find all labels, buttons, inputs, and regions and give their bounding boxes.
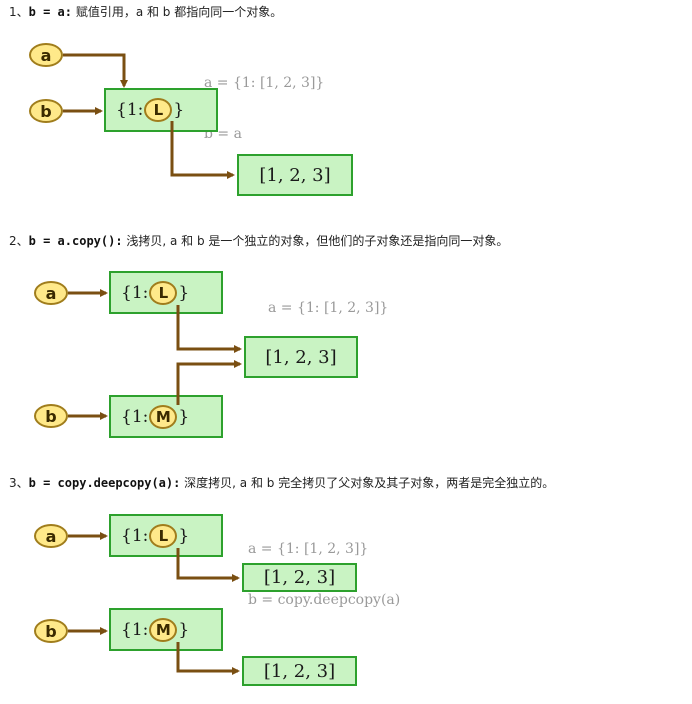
section-1-code-line: b = a <box>204 126 242 142</box>
section-3-list-b: [1, 2, 3] <box>242 656 357 686</box>
dict-close-brace: } <box>178 406 190 427</box>
section-1-list-object: [1, 2, 3] <box>237 154 353 196</box>
section-3-code-label: b = copy.deepcopy(a): <box>28 476 181 490</box>
dict-close-brace: } <box>173 100 185 120</box>
section-2-var-b: b <box>34 404 68 428</box>
section-2-list-object: [1, 2, 3] <box>244 336 358 378</box>
section-3-var-a: a <box>34 524 68 548</box>
section-3-code: a = {1: [1, 2, 3]} b = copy.deepcopy(a) <box>248 507 400 626</box>
section-1-var-b: b <box>29 99 63 123</box>
section-3-list-a: [1, 2, 3] <box>242 563 357 592</box>
dict-value-ref-L: L <box>149 523 178 548</box>
section-3-dict-b: {1:M} <box>109 608 223 651</box>
section-1-code-line: a = {1: [1, 2, 3]} <box>204 75 325 91</box>
section-1-code-label: b = a: <box>28 5 72 19</box>
section-2-number: 2、 <box>9 234 29 248</box>
section-1-description: 赋值引用，a 和 b 都指向同一个对象。 <box>72 5 283 19</box>
dict-open-brace: {1: <box>121 619 149 640</box>
dict-value-ref-M: M <box>149 404 178 429</box>
section-2-dict-b: {1:M} <box>109 395 223 438</box>
section-2-code-label: b = a.copy(): <box>28 234 123 248</box>
dict-value-ref-L: L <box>149 280 178 305</box>
section-3-number: 3、 <box>9 476 29 490</box>
section-2-heading: 2、b = a.copy(): 浅拷贝, a 和 b 是一个独立的对象，但他们的… <box>9 233 508 249</box>
section-3-code-line: a = {1: [1, 2, 3]} <box>248 541 369 557</box>
dict-close-brace: } <box>178 525 190 546</box>
section-1-var-a: a <box>29 43 63 67</box>
section-3-description: 深度拷贝, a 和 b 完全拷贝了父对象及其子对象，两者是完全独立的。 <box>180 476 555 490</box>
section-3-dict-a: {1:L} <box>109 514 223 557</box>
dict-close-brace: } <box>178 282 190 303</box>
section-1-code: a = {1: [1, 2, 3]} b = a <box>204 41 324 160</box>
dict-value-ref-L: L <box>144 98 173 122</box>
dict-value-ref-M: M <box>149 617 178 642</box>
dict-open-brace: {1: <box>121 525 149 546</box>
section-3-heading: 3、b = copy.deepcopy(a): 深度拷贝, a 和 b 完全拷贝… <box>9 475 554 491</box>
dict-close-brace: } <box>178 619 190 640</box>
section-1-dict-object: {1:L} <box>104 88 218 132</box>
section-1-number: 1、 <box>9 5 29 19</box>
section-1-heading: 1、b = a: 赋值引用，a 和 b 都指向同一个对象。 <box>9 4 282 20</box>
dict-open-brace: {1: <box>121 282 149 303</box>
section-2-code-line: a = {1: [1, 2, 3]} <box>268 300 389 316</box>
dict-open-brace: {1: <box>116 100 144 120</box>
section-3-var-b: b <box>34 619 68 643</box>
arrow-a-to-dict <box>63 53 128 88</box>
section-2-dict-a: {1:L} <box>109 271 223 314</box>
section-2-var-a: a <box>34 281 68 305</box>
dict-open-brace: {1: <box>121 406 149 427</box>
section-3-code-line: b = copy.deepcopy(a) <box>248 592 401 608</box>
section-2-description: 浅拷贝, a 和 b 是一个独立的对象，但他们的子对象还是指向同一对象。 <box>122 234 509 248</box>
